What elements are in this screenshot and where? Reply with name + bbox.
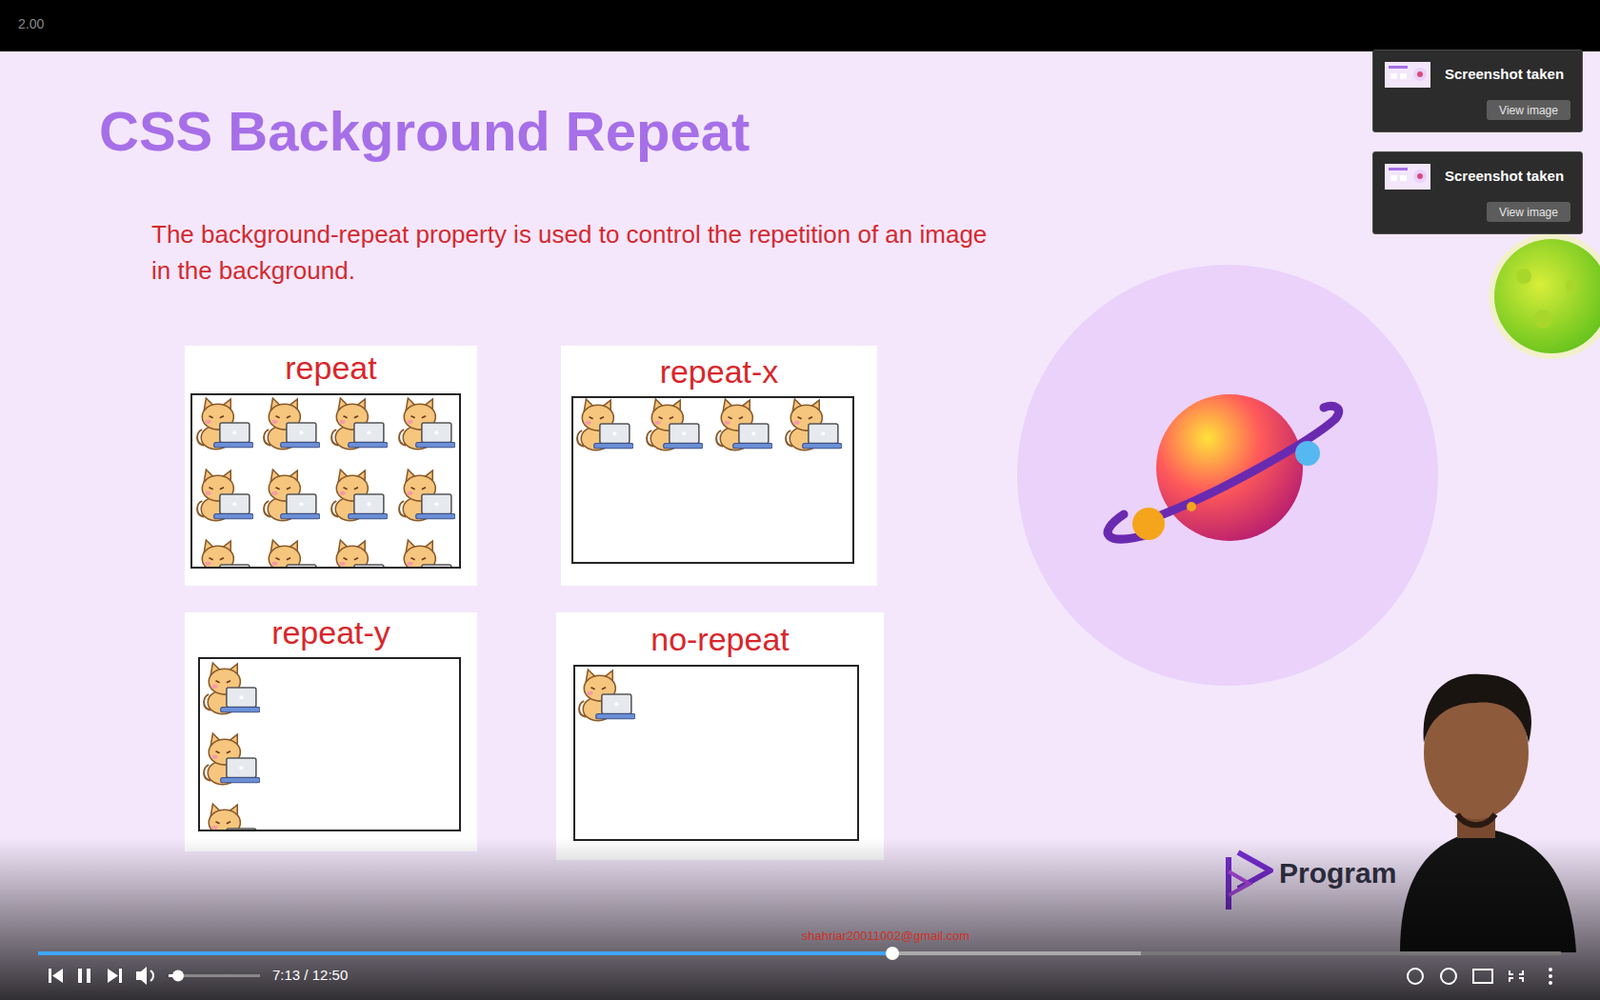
slide-description: The background-repeat property is used t… (151, 216, 990, 289)
example-panel: repeat-y (184, 612, 478, 655)
time-display: 7:13 / 12:50 (272, 966, 348, 983)
view-image-button: View image (1486, 201, 1571, 222)
view-image-button: View image (1486, 100, 1571, 120)
screenshot-thumbnail (1384, 163, 1431, 190)
button-label: View image (1493, 103, 1564, 118)
notification-toast: Screenshot takenView image (1372, 49, 1583, 133)
panel-heading: repeat-y (184, 612, 478, 652)
button-label: View image (1493, 205, 1564, 220)
playback-speed: 2.00 (18, 16, 44, 32)
panel-heading: repeat-x (560, 345, 878, 391)
example-panel: repeat (184, 345, 478, 392)
logo-text: Program (1279, 857, 1397, 890)
example-panel: no-repeat (556, 612, 884, 662)
slide-title: CSS Background Repeat (99, 99, 750, 163)
notification-toast: Screenshot takenView image (1372, 151, 1583, 235)
watermark-email: shahriar20011002@gmail.com (742, 928, 1029, 943)
toast-title: Screenshot taken (1444, 167, 1564, 184)
panel-heading: no-repeat (556, 612, 884, 659)
example-panel: repeat-x (560, 345, 878, 396)
toast-title: Screenshot taken (1444, 65, 1564, 82)
panel-heading: repeat (184, 345, 478, 387)
screenshot-thumbnail (1384, 61, 1431, 88)
